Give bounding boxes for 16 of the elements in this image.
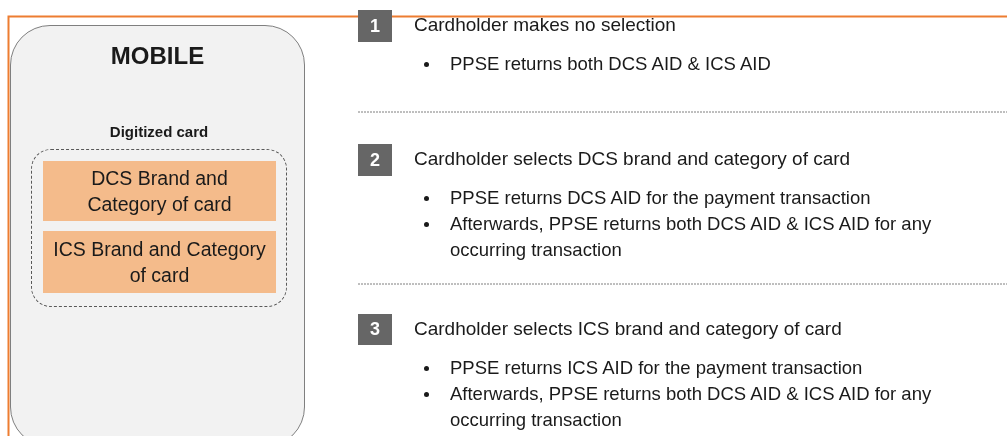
group-heading: Digitized card: [108, 123, 210, 140]
card-category-box: DCS Brand and Category of card: [43, 161, 276, 221]
step-number: 2: [358, 144, 392, 176]
step-heading: Cardholder makes no selection: [414, 14, 676, 36]
bullet-text: PPSE returns DCS AID for the payment transaction: [450, 186, 872, 210]
bullet-text: Afterwards, PPSE returns both DCS AID & ICS AID for any occurring transaction: [450, 212, 933, 262]
bullet-text: PPSE returns both DCS AID & ICS AID: [450, 52, 772, 76]
bullet-text: Afterwards, PPSE returns both DCS AID & ICS AID for any occurring transaction: [450, 381, 933, 432]
mobile-device: [10, 25, 305, 436]
device-title: MOBILE: [109, 42, 206, 70]
step-number: 3: [358, 314, 392, 345]
card-category-box: ICS Brand and Category of card: [43, 231, 276, 293]
bullet-text: PPSE returns ICS AID for the payment transaction: [450, 355, 864, 380]
step-heading: Cardholder selects ICS brand and category of card: [414, 317, 842, 340]
step-number: 1: [358, 10, 392, 42]
step-heading: Cardholder selects DCS brand and category of card: [414, 148, 851, 170]
